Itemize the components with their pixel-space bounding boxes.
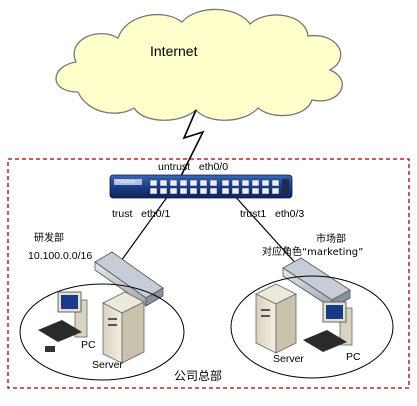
right-pc-label: PC bbox=[346, 351, 361, 363]
right-server-icon bbox=[255, 283, 297, 354]
right-server-label: Server bbox=[273, 353, 304, 365]
left-pc-label: PC bbox=[81, 339, 96, 351]
trust-port-label: trust eth0/1 bbox=[112, 208, 171, 220]
untrust-port-label: untrust eth0/0 bbox=[158, 161, 229, 173]
link-left bbox=[115, 192, 171, 269]
internet-cloud-icon bbox=[55, 8, 343, 121]
firewall-brand-label: Hillstone bbox=[116, 179, 136, 185]
link-right bbox=[231, 192, 301, 269]
wan-link-icon bbox=[177, 109, 205, 183]
right-pc-icon bbox=[303, 301, 353, 352]
left-segment-ellipse bbox=[19, 283, 185, 381]
right-dept-label: 市场部 bbox=[316, 234, 346, 245]
left-server-label: Server bbox=[92, 359, 123, 371]
internet-label: Internet bbox=[150, 43, 198, 59]
left-pc-icon bbox=[38, 291, 88, 352]
trust1-port-label: trust1 eth0/3 bbox=[240, 208, 305, 220]
left-subnet-label: 10.100.0.0/16 bbox=[28, 250, 93, 262]
firewall-device bbox=[109, 174, 293, 199]
left-dept-label: 研发部 bbox=[34, 233, 64, 244]
right-switch-icon bbox=[282, 257, 351, 309]
right-role-label: 对应角色“marketing” bbox=[262, 247, 364, 258]
left-server-icon bbox=[102, 291, 145, 364]
zone-label: 公司总部 bbox=[174, 369, 223, 383]
right-segment-ellipse bbox=[230, 275, 394, 379]
left-switch-icon bbox=[94, 251, 164, 307]
